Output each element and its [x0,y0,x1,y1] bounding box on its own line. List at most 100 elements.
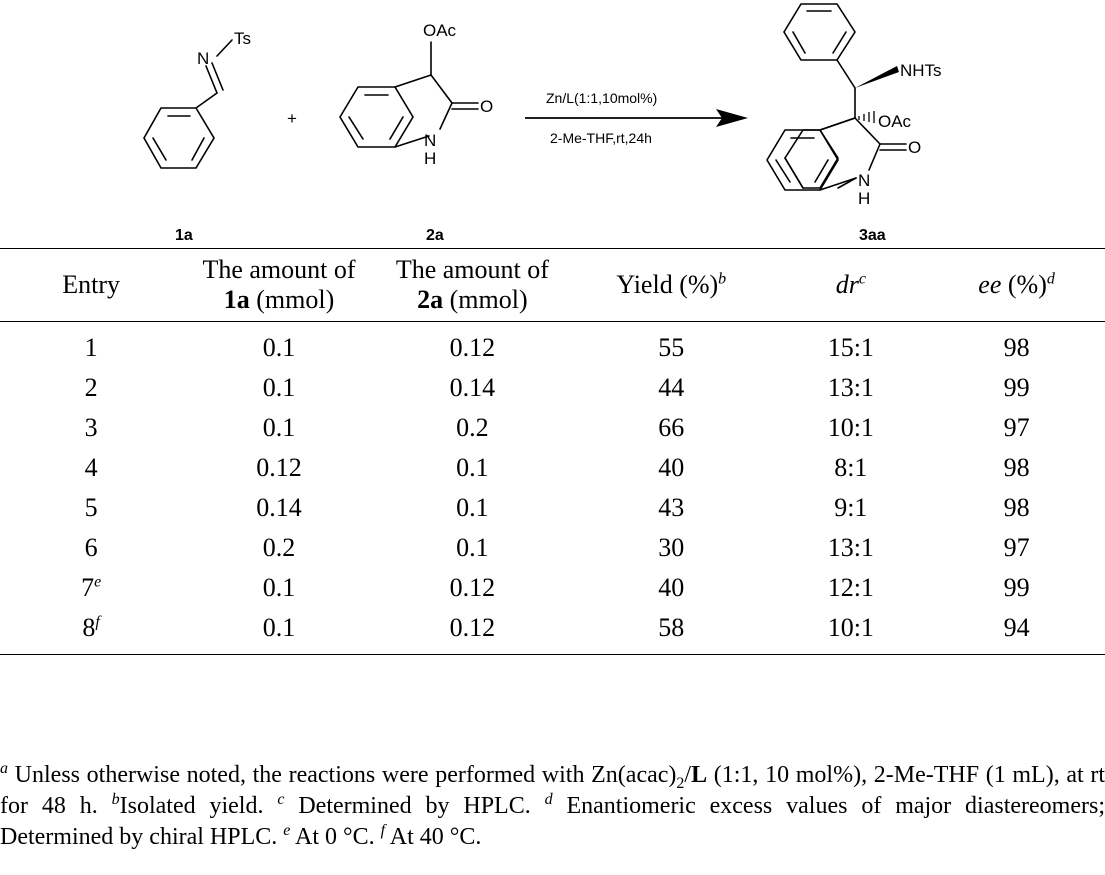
footnote-mark-a: a [0,760,8,777]
cell-ee: 94 [1003,613,1030,642]
header-amount-1a-line1: The amount of [202,255,356,284]
cell-amount-2a: 0.1 [456,533,489,562]
atom-n-2a: N [424,131,436,150]
cell-amount-1a: 0.1 [262,333,296,362]
conditions-top: Zn/L(1:1,10mol%) [546,90,657,106]
cell-entry: 1 [84,333,98,362]
cell-dr: 8:1 [834,453,868,482]
header-amount-2a-unit: (mmol) [449,285,528,314]
cell-amount-2a: 0.12 [449,333,496,362]
cell-amount-1a: 0.1 [262,373,296,402]
table-row: 8f 0.1 0.12 58 10:1 94 [0,608,1105,655]
atom-h-3aa: H [858,189,870,208]
footnote-mark-b: b [111,791,120,808]
cell-ee: 97 [1003,533,1030,562]
cell-dr: 10:1 [827,613,874,642]
footnote-a-ligand: L [691,762,708,788]
footnote-b-text: Isolated yield. [119,793,278,819]
footnote-a-text-2: (1:1, 10 mol%), 2-Me-THF (1 mL), at rt f… [0,762,1105,819]
cell-amount-1a: 0.1 [262,613,296,642]
header-amount-1a-compound: 1a [223,285,250,314]
cell-yield: 30 [658,533,685,562]
atom-o-3aa: O [908,138,921,157]
cell-ee: 99 [1003,373,1030,402]
cell-amount-2a: 0.12 [449,613,496,642]
footnote-a-slash: / [684,762,692,788]
table-footnotes: a Unless otherwise noted, the reactions … [0,760,1105,853]
cell-ee: 99 [1003,573,1030,602]
header-yield: Yield (%)b [569,249,773,322]
cell-ee: 98 [1003,333,1030,362]
label-3aa: 3aa [859,227,886,244]
cell-yield: 40 [658,573,685,602]
footnote-a-text-1: Unless otherwise noted, the reactions we… [8,762,677,788]
header-yield-text: Yield (%) [616,270,719,299]
header-ee: ee (%)d [928,249,1105,322]
table-row: 6 0.2 0.1 30 13:1 97 [0,528,1105,568]
reaction-scheme: N Ts + OAc O N H Zn/L(1:1,10mol%) 2-Me-T… [143,3,942,244]
header-amount-2a-compound: 2a [417,285,444,314]
cell-dr: 9:1 [834,493,868,522]
cell-entry: 7e [81,573,102,602]
header-entry: Entry [62,270,121,299]
footnote-mark-d: d [544,791,553,808]
header-amount-2a-line1: The amount of [395,255,549,284]
table-row: 1 0.1 0.12 55 15:1 98 [0,322,1105,369]
header-dr: drc [773,249,928,322]
header-yield-sup: b [718,270,727,288]
compound-2a-structure [339,41,479,148]
nhts-group-3aa: NHTs [900,61,942,80]
cell-amount-1a: 0.1 [262,413,296,442]
plus-sign: + [287,109,297,128]
cell-entry: 4 [84,453,98,482]
atom-h-2a: H [424,149,436,168]
table-header-row: Entry The amount of 1a (mmol) The amount… [0,248,1105,322]
cell-amount-2a: 0.14 [449,373,496,402]
header-amount-1a-unit: (mmol) [256,285,335,314]
footnote-f-text: At 40 °C. [385,824,482,850]
oac-group-3aa: OAc [878,112,912,131]
cell-entry: 2 [84,373,98,402]
compound-1a-structure [143,39,233,169]
header-ee-unit: (%) [1007,270,1047,299]
header-amount-1a: The amount of 1a (mmol) [182,249,375,322]
cell-ee: 97 [1003,413,1030,442]
cell-amount-1a: 0.1 [262,573,296,602]
footnote-d-text: Enantiomeric excess values of major dias… [0,793,1105,850]
footnote-mark-e: e [283,822,291,839]
cell-yield: 55 [658,333,685,362]
cell-dr: 10:1 [827,413,874,442]
conditions-bottom: 2-Me-THF,rt,24h [550,130,652,146]
atom-o-2a: O [480,97,493,116]
cell-amount-1a: 0.14 [256,493,302,522]
cell-dr: 13:1 [827,533,874,562]
cell-dr: 15:1 [827,333,874,362]
footnote-a-subscript: 2 [676,774,685,792]
atom-n-1a: N [197,49,209,68]
cell-entry: 8f [82,613,100,642]
cell-amount-1a: 0.2 [262,533,296,562]
cell-amount-1a: 0.12 [256,453,302,482]
header-dr-sup: c [858,270,866,288]
cell-entry: 6 [84,533,98,562]
cell-yield: 58 [658,613,685,642]
oac-group-2a: OAc [423,21,457,40]
label-1a: 1a [175,227,193,244]
cell-entry: 3 [84,413,98,442]
cell-yield: 40 [658,453,685,482]
cell-yield: 66 [658,413,685,442]
cell-entry: 5 [84,493,98,522]
cell-amount-2a: 0.1 [456,493,489,522]
cell-dr: 13:1 [827,373,874,402]
product-3aa-structure [783,3,907,189]
label-2a: 2a [426,227,444,244]
header-dr-text: dr [835,270,859,299]
footnote-mark-f: f [380,822,386,839]
footnote-mark-c: c [277,791,285,808]
optimization-table: Entry The amount of 1a (mmol) The amount… [0,248,1105,655]
header-ee-sup: d [1046,270,1055,288]
cell-amount-2a: 0.1 [456,453,489,482]
atom-n-3aa: N [858,171,870,190]
